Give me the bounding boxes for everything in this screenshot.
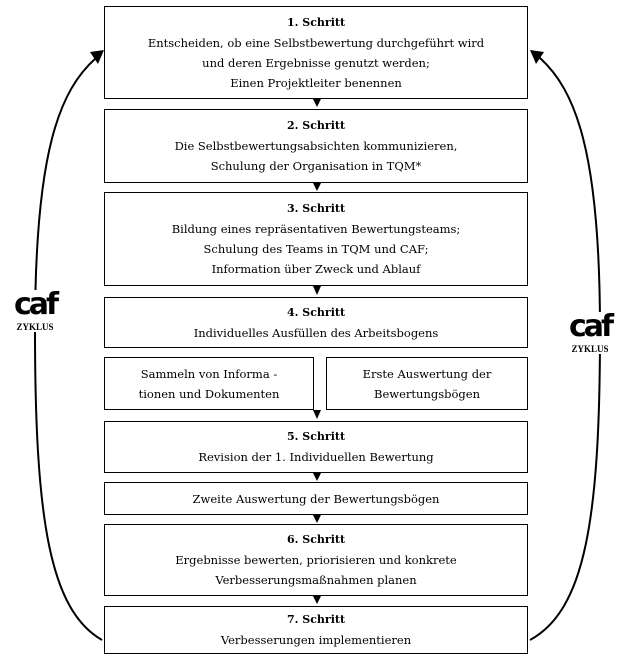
step-title: 3. Schritt <box>286 202 346 215</box>
caf-logo-mark: caf <box>13 287 59 322</box>
step-text: Sammeln von Informa - <box>140 366 278 381</box>
down-arrow-icon <box>313 183 321 191</box>
step-5-box: 5. Schritt Revision der 1. Individuellen… <box>104 421 528 473</box>
step-6-box: 6. Schritt Ergebnisse bewerten, priorisi… <box>104 524 528 596</box>
down-arrow-icon <box>313 473 321 481</box>
step-title: 2. Schritt <box>286 119 346 132</box>
step-3-box: 3. Schritt Bildung eines repräsentativen… <box>104 192 528 286</box>
down-arrow-icon <box>313 596 321 604</box>
collect-info-box: Sammeln von Informa - tionen und Dokumen… <box>104 357 314 410</box>
step-text: Individuelles Ausfüllen des Arbeitsbogen… <box>193 325 439 340</box>
step-7-box: 7. Schritt Verbesserungen implementieren <box>104 606 528 654</box>
step-text: Revision der 1. Individuellen Bewertung <box>198 450 434 464</box>
step-text: Zweite Auswertung der Bewertungsbögen <box>192 491 440 506</box>
step-1-box: 1. Schritt Entscheiden, ob eine Selbstbe… <box>104 6 528 99</box>
zyklus-label: ZYKLUS <box>16 322 54 332</box>
caf-logo-left: caf ZYKLUS <box>4 290 66 332</box>
zyklus-label: ZYKLUS <box>571 344 609 354</box>
step-title: 1. Schritt <box>286 15 346 29</box>
arrowhead-icon <box>530 50 544 64</box>
step-text: und deren Ergebnisse genutzt werden; <box>202 55 430 70</box>
step-text: Bildung eines repräsentativen Bewertungs… <box>171 222 461 236</box>
step-text: Schulung des Teams in TQM und CAF; <box>203 242 429 256</box>
step-text: Entscheiden, ob eine Selbstbewertung dur… <box>147 35 485 50</box>
step-text: Bewertungsbögen <box>374 386 480 401</box>
step-text: Verbesserungsmaßnahmen planen <box>215 573 417 587</box>
step-2-box: 2. Schritt Die Selbstbewertungsabsichten… <box>104 109 528 183</box>
step-text: Verbesserungen implementieren <box>220 633 412 647</box>
caf-logo-right: caf ZYKLUS <box>560 312 620 354</box>
step-text: Information über Zweck und Ablauf <box>211 262 421 276</box>
step-title: 5. Schritt <box>286 430 346 443</box>
first-evaluation-box: Erste Auswertung der Bewertungsbögen <box>326 357 528 410</box>
left-cycle-arrow <box>33 57 103 641</box>
step-text: Schulung der Organisation in TQM* <box>210 159 422 173</box>
step-text: Ergebnisse bewerten, priorisieren und ko… <box>175 553 457 567</box>
step-title: 6. Schritt <box>286 533 346 546</box>
step-4-box: 4. Schritt Individuelles Ausfüllen des A… <box>104 297 528 348</box>
step-text: Erste Auswertung der <box>362 366 492 381</box>
arrowhead-icon <box>90 50 104 64</box>
step-title: 7. Schritt <box>286 613 346 626</box>
step-text: tionen und Dokumenten <box>138 386 280 401</box>
second-evaluation-box: Zweite Auswertung der Bewertungsbögen <box>104 482 528 515</box>
step-text: Einen Projektleiter benennen <box>230 75 402 90</box>
down-arrow-icon <box>313 99 321 107</box>
down-arrow-icon <box>313 286 321 295</box>
step-title: 4. Schritt <box>286 305 346 319</box>
caf-logo-mark: caf <box>568 309 614 344</box>
step-text: Die Selbstbewertungsabsichten kommunizie… <box>174 139 458 153</box>
down-arrow-icon <box>313 515 321 523</box>
down-arrow-icon <box>313 410 321 419</box>
